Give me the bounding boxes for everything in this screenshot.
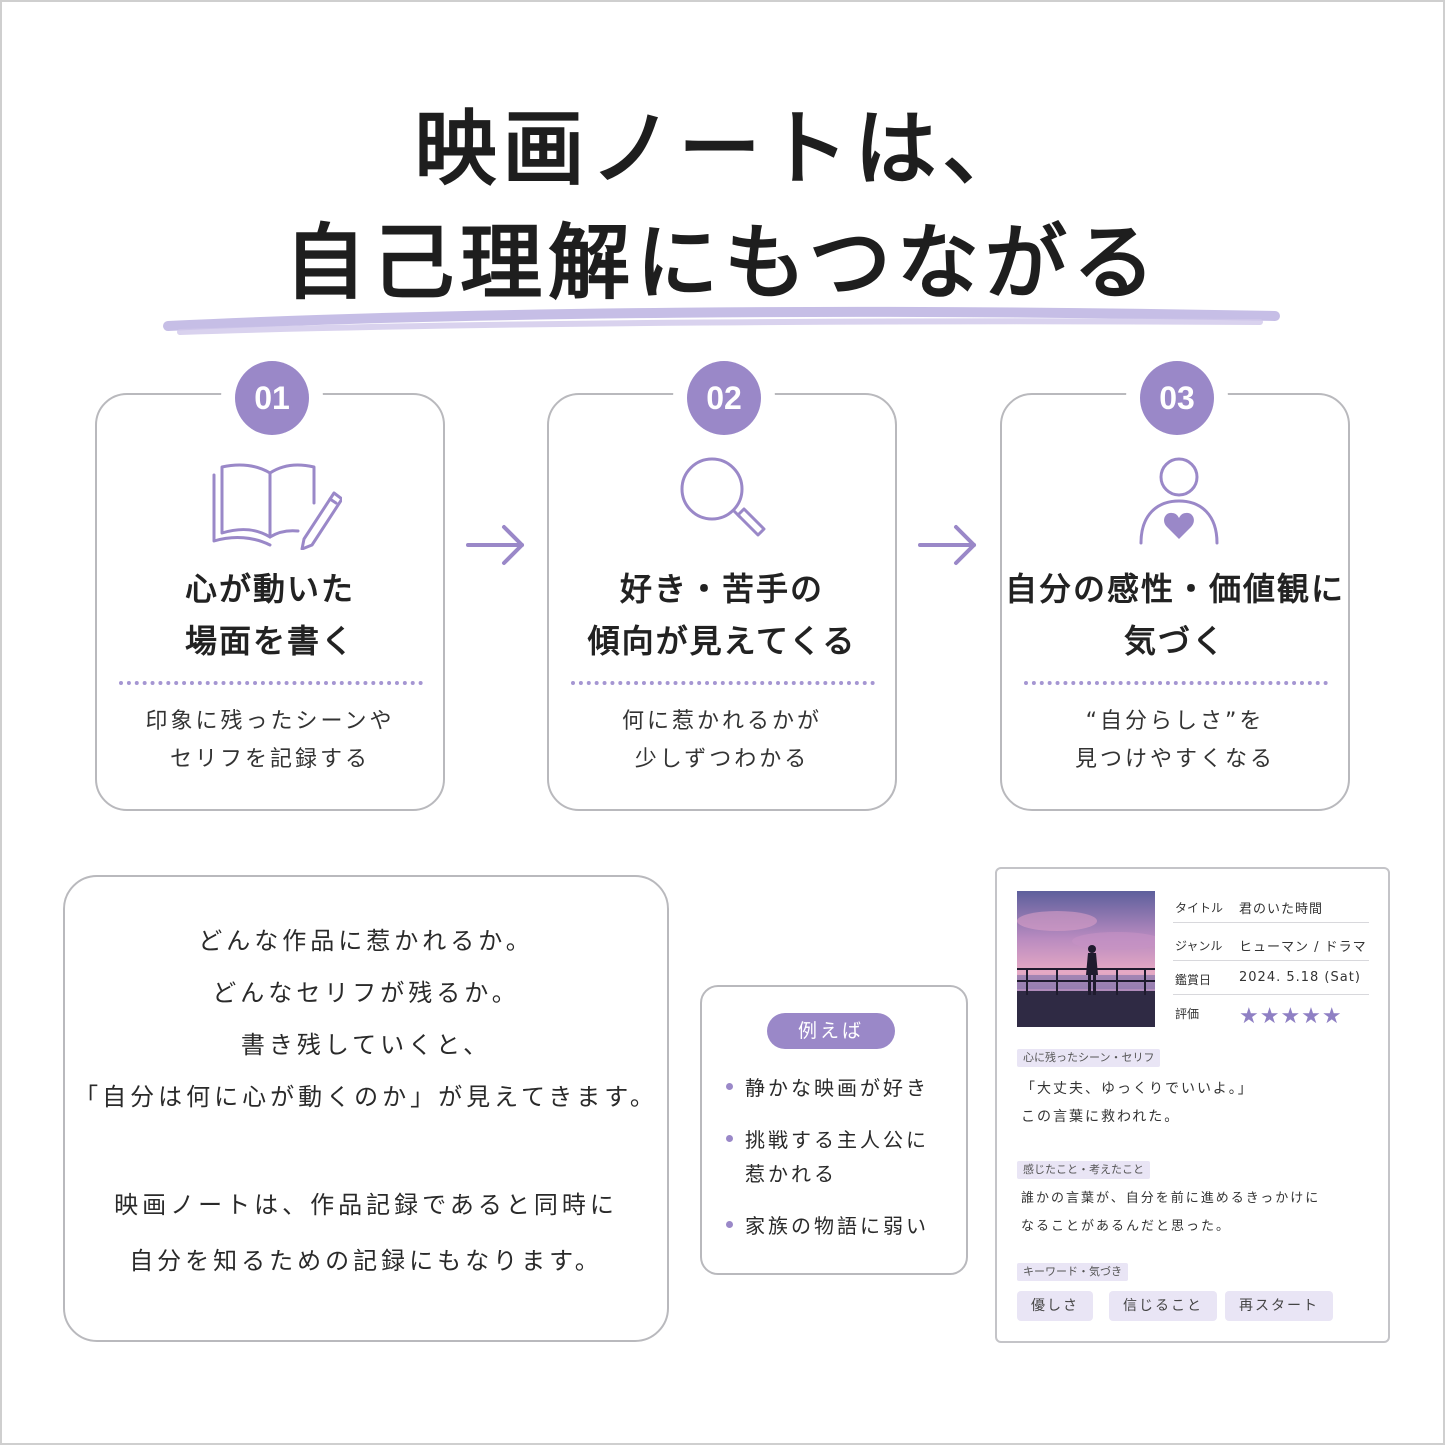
note-meta-rating: 評価: [1175, 1007, 1200, 1021]
page-title-line2: 自己理解にもつながる: [284, 216, 1161, 311]
summary-line: 書き残していくと、: [240, 1031, 492, 1059]
step-number-badge: 02: [687, 361, 761, 435]
step-card-1: 01 心が動いた 場面を書く 印象に残ったシーンや セリフを記録する: [95, 361, 445, 811]
step-text-line2: セリフを記録する: [169, 747, 370, 772]
arrow-right-icon: [918, 525, 976, 565]
step-heading-line2: 場面を書く: [184, 622, 355, 660]
step-number-badge: 03: [1140, 361, 1214, 435]
step-card-3: 03 自分の感性・価値観に 気づく “自分らしさ”を 見つけやすくなる: [1000, 361, 1350, 811]
summary-line: どんなセリフが残るか。: [212, 979, 520, 1007]
person-heart-icon: [1139, 457, 1219, 545]
magnifier-icon: [680, 457, 766, 537]
title-underline-brush: [163, 306, 1280, 335]
step-text-line1: 印象に残ったシーンや: [145, 709, 395, 734]
dotted-divider: [119, 681, 423, 685]
bullet-dot: [726, 1221, 733, 1228]
note-thoughts-text: 誰かの言葉が、自分を前に進めるきっかけに なることがあるんだと思った。: [1021, 1191, 1321, 1234]
movie-still-image: [1017, 891, 1155, 1027]
page-title-line1: 映画ノートは、: [414, 102, 1031, 197]
summary-box: どんな作品に惹かれるか。 どんなセリフが残るか。 書き残していくと、 「自分は何…: [63, 875, 669, 1342]
keyword-chip: 信じること: [1109, 1291, 1217, 1321]
step-text-line2: 少しずつわかる: [634, 747, 810, 772]
arrow-right-icon: [466, 525, 524, 565]
note-section-tag: キーワード・気づき: [1017, 1263, 1128, 1281]
note-section-tag: 感じたこと・考えたこと: [1017, 1161, 1150, 1179]
note-meta-genre: ジャンルヒューマン / ドラマ: [1173, 927, 1369, 961]
book-pencil-icon: [212, 463, 342, 550]
keyword-chip: 優しさ: [1017, 1291, 1093, 1321]
step-text-line1: “自分らしさ”を: [1085, 709, 1265, 734]
examples-box: 例えば 静かな映画が好き 挑戦する主人公に惹かれる 家族の物語に弱い: [700, 985, 968, 1275]
summary-line: 「自分は何に心が動くのか」が見えてきます。: [74, 1083, 658, 1111]
bullet-dot: [726, 1083, 733, 1090]
dotted-divider: [571, 681, 875, 685]
note-meta-title: タイトル君のいた時間: [1173, 889, 1369, 923]
note-section-tag: 心に残ったシーン・セリフ: [1017, 1049, 1161, 1067]
summary-line: 自分を知るための記録にもなります。: [129, 1247, 603, 1275]
keyword-chip: 再スタート: [1225, 1291, 1333, 1321]
example-item: 静かな映画が好き: [726, 1071, 929, 1105]
step-heading-line1: 自分の感性・価値観に: [1004, 570, 1345, 608]
step-text-line2: 見つけやすくなる: [1074, 747, 1275, 772]
example-item: 家族の物語に弱い: [726, 1209, 929, 1243]
summary-line: どんな作品に惹かれるか。: [198, 927, 534, 955]
step-card-2: 02 好き・苦手の 傾向が見えてくる 何に惹かれるかが 少しずつわかる: [547, 361, 897, 811]
step-heading-line1: 好き・苦手の: [619, 570, 824, 608]
step-text-line1: 何に惹かれるかが: [621, 709, 822, 734]
note-scene-text: 「大丈夫、ゆっくりでいいよ。」 この言葉に救われた。: [1021, 1081, 1254, 1125]
bullet-dot: [726, 1135, 733, 1142]
step-number-badge: 01: [235, 361, 309, 435]
examples-badge: 例えば: [767, 1013, 895, 1049]
rating-stars-icon: ★★★★★: [1239, 1004, 1343, 1029]
step-heading-line1: 心が動いた: [184, 570, 355, 608]
step-heading-line2: 気づく: [1123, 622, 1226, 660]
example-item: 挑戦する主人公に惹かれる: [726, 1123, 929, 1191]
dotted-divider: [1024, 681, 1328, 685]
step-heading-line2: 傾向が見えてくる: [587, 622, 857, 660]
summary-line: 映画ノートは、作品記録であると同時に: [114, 1191, 618, 1219]
